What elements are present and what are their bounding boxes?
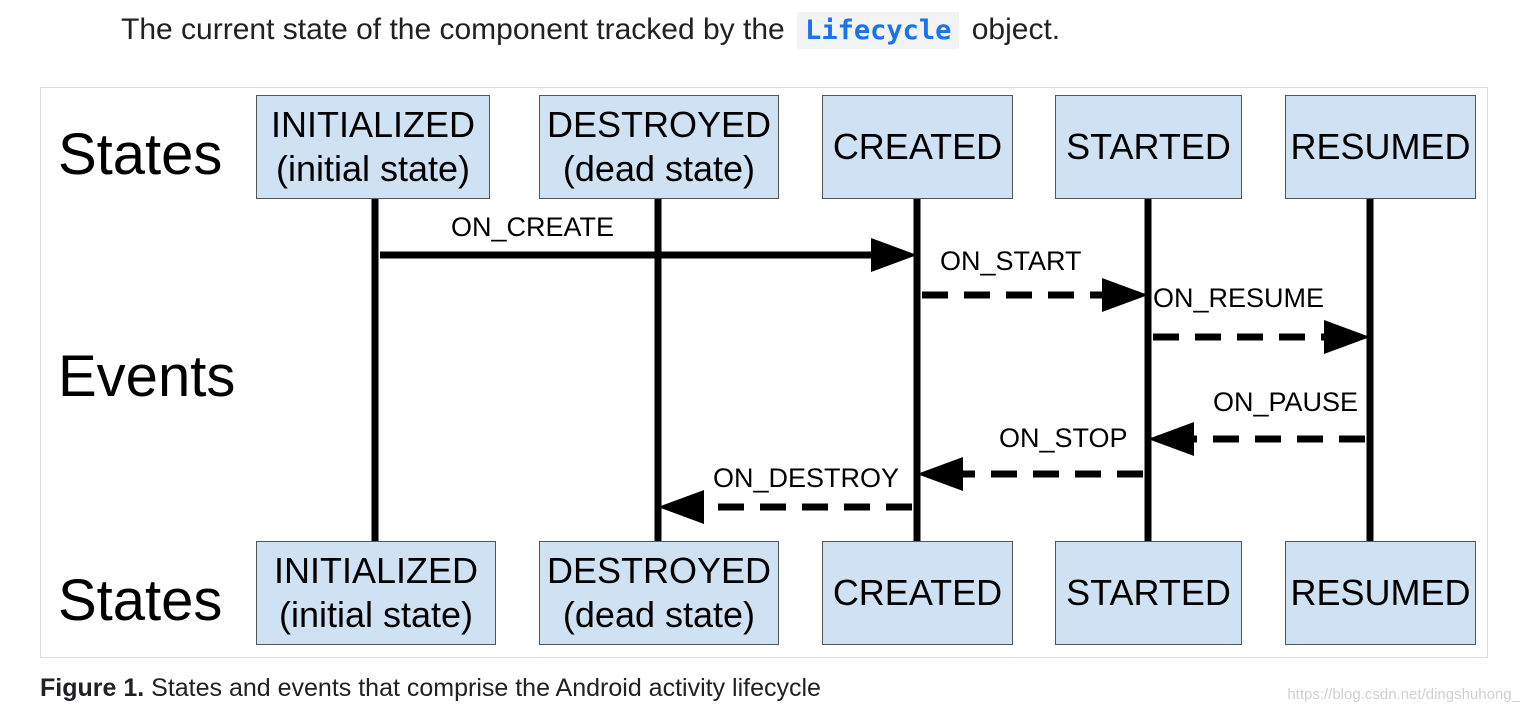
state-note: (dead state)	[562, 594, 756, 635]
event-label-on-stop: ON_STOP	[999, 423, 1128, 453]
arrow-on-pause	[1148, 422, 1365, 456]
state-name: DESTROYED	[546, 550, 772, 591]
event-label-on-resume: ON_RESUME	[1153, 283, 1325, 313]
state-name: DESTROYED	[546, 104, 772, 145]
state-name: INITIALIZED	[270, 104, 476, 145]
row-label-top-states: States	[58, 122, 223, 187]
state-name: RESUMED	[1290, 126, 1471, 167]
intro-before: The current state of the component track…	[121, 13, 785, 46]
diagram-lines	[371, 199, 1374, 541]
event-label-on-destroy: ON_DESTROY	[713, 463, 900, 493]
state-box-created-top: CREATED	[822, 95, 1013, 199]
state-name: CREATED	[832, 126, 1003, 167]
state-name: CREATED	[832, 572, 1003, 613]
row-label-bottom-states: States	[58, 568, 223, 633]
event-label-on-start: ON_START	[940, 246, 1082, 276]
state-box-started-bottom: STARTED	[1055, 541, 1242, 645]
state-name: STARTED	[1066, 126, 1231, 167]
arrow-on-destroy	[658, 490, 912, 524]
state-box-destroyed-bottom: DESTROYED (dead state)	[539, 541, 779, 645]
state-box-created-bottom: CREATED	[822, 541, 1013, 645]
arrow-on-stop	[917, 457, 1143, 491]
state-note: (initial state)	[278, 594, 474, 635]
event-label-on-create: ON_CREATE	[451, 212, 615, 242]
state-box-initialized-top: INITIALIZED (initial state)	[256, 95, 490, 199]
caption-text: States and events that comprise the Andr…	[151, 674, 821, 702]
state-note: (initial state)	[275, 148, 471, 189]
state-box-resumed-top: RESUMED	[1285, 95, 1476, 199]
intro-text: The current state of the component track…	[121, 8, 1060, 52]
caption-label: Figure 1.	[40, 674, 145, 702]
state-name: RESUMED	[1290, 572, 1471, 613]
state-note: (dead state)	[562, 148, 756, 189]
watermark: https://blog.csdn.net/dingshuhong_	[1287, 686, 1520, 703]
lifecycle-code: Lifecycle	[797, 12, 960, 49]
figure-caption: Figure 1. States and events that compris…	[40, 674, 821, 703]
state-box-resumed-bottom: RESUMED	[1285, 541, 1476, 645]
row-label-events: Events	[58, 344, 236, 409]
intro-after: object.	[971, 13, 1061, 46]
arrow-on-create	[380, 238, 917, 272]
state-name: STARTED	[1066, 572, 1231, 613]
event-label-on-pause: ON_PAUSE	[1213, 387, 1359, 417]
arrow-on-start	[922, 278, 1148, 312]
lifecycle-diagram: States Events States INITIALIZED (initia…	[40, 87, 1488, 658]
state-box-started-top: STARTED	[1055, 95, 1242, 199]
state-box-initialized-bottom: INITIALIZED (initial state)	[256, 541, 496, 645]
state-box-destroyed-top: DESTROYED (dead state)	[539, 95, 779, 199]
arrow-on-resume	[1153, 320, 1370, 354]
state-name: INITIALIZED	[273, 550, 479, 591]
